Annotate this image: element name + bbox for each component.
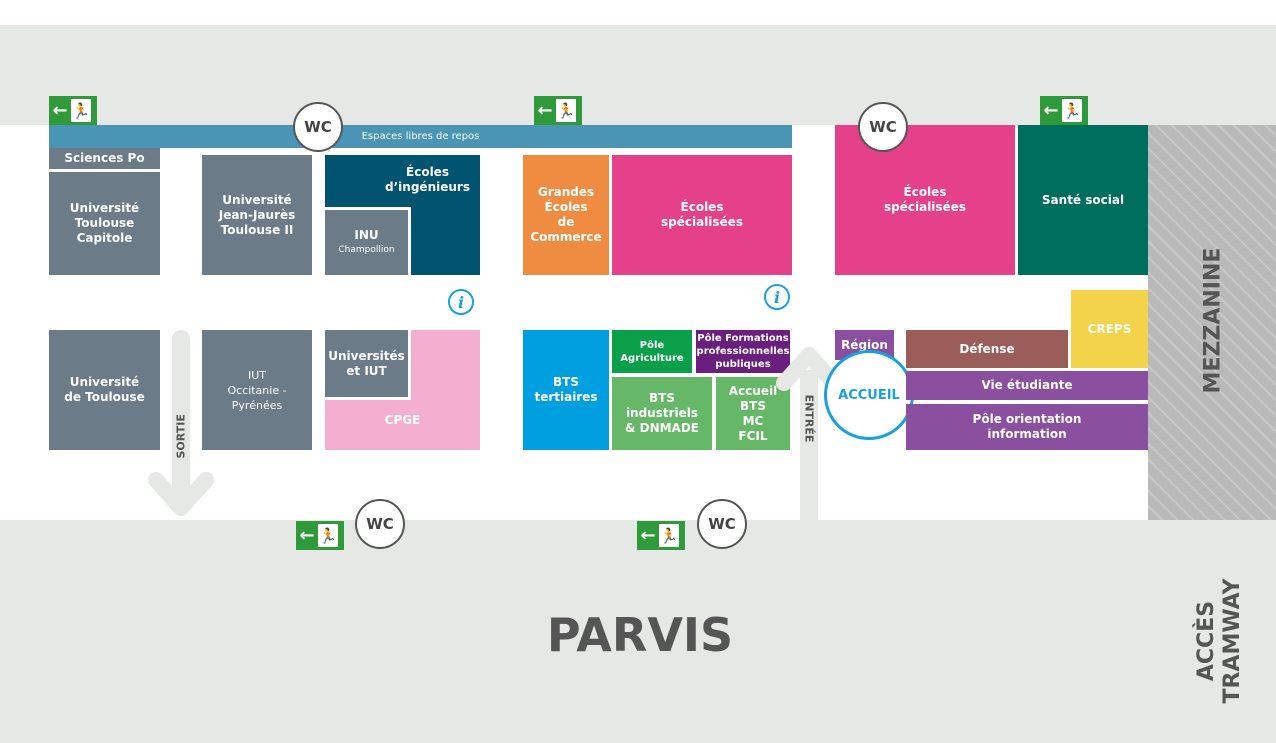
- info-icon[interactable]: i: [448, 289, 474, 315]
- zone-grandes-ecoles[interactable]: Grandes Écoles de Commerce: [523, 155, 609, 275]
- zone-vie-etudiante[interactable]: Vie étudiante: [906, 371, 1148, 400]
- zone-bts-tertiaires[interactable]: BTS tertiaires: [523, 330, 609, 450]
- zone-creps[interactable]: CREPS: [1071, 290, 1148, 368]
- zone-iut[interactable]: IUT Occitanie - Pyrénées: [202, 330, 312, 450]
- entree-arrowhead-icon: [776, 347, 842, 391]
- zone-sante-social[interactable]: Santé social: [1018, 125, 1148, 275]
- espaces-repos-bar: Espaces libres de repos: [49, 125, 792, 148]
- inu-sublabel: Champollion: [338, 244, 395, 255]
- emergency-exit-icon: ←🏃: [637, 521, 685, 550]
- zone-defense[interactable]: Défense: [906, 330, 1068, 368]
- acces-tramway-label: ACCÈS TRAMWAY: [1194, 571, 1246, 711]
- zone-pole-agriculture[interactable]: Pôle Agriculture: [612, 330, 692, 373]
- sortie-label: SORTIE: [174, 414, 188, 459]
- wc-icon[interactable]: WC: [355, 499, 405, 549]
- mezzanine-label: MEZZANINE: [1200, 247, 1226, 394]
- wc-icon[interactable]: WC: [293, 102, 343, 152]
- zone-accueil-bts[interactable]: Accueil BTS MC FCIL: [716, 377, 790, 450]
- zone-ut[interactable]: Université de Toulouse: [49, 330, 160, 450]
- zone-ecoles-specialisees[interactable]: Écoles spécialisées: [612, 155, 792, 275]
- zone-pole-formations[interactable]: Pôle Formations professionnelles publiqu…: [696, 330, 790, 373]
- emergency-exit-icon: ←🏃: [534, 96, 582, 125]
- emergency-exit-icon: ←🏃: [1040, 96, 1088, 125]
- info-icon[interactable]: i: [764, 284, 790, 310]
- entree-arrow-icon: [800, 370, 818, 520]
- wc-icon[interactable]: WC: [858, 102, 908, 152]
- mezzanine-area: [1148, 125, 1276, 520]
- zone-ecoles-specialisees-2[interactable]: Écoles spécialisées: [835, 125, 1015, 275]
- zone-bts-industriels[interactable]: BTS industriels & DNMADE: [612, 377, 712, 450]
- zone-ut-capitole[interactable]: Université Toulouse Capitole: [49, 172, 160, 275]
- sortie-arrow-icon: [172, 330, 190, 505]
- zone-sciences-po[interactable]: Sciences Po: [49, 148, 160, 169]
- sortie-arrowhead-icon: [148, 472, 214, 516]
- zone-inu[interactable]: INU Champollion: [325, 207, 411, 275]
- entree-label: ENTRÉE: [802, 394, 816, 443]
- tramway-label: TRAMWAY: [1220, 578, 1245, 704]
- emergency-exit-icon: ←🏃: [49, 96, 97, 125]
- parvis-label: PARVIS: [546, 608, 734, 662]
- acces-label: ACCÈS: [1194, 600, 1219, 682]
- accueil-circle[interactable]: ACCUEIL: [824, 350, 914, 440]
- zone-pole-orientation[interactable]: Pôle orientation information: [906, 404, 1148, 450]
- zone-ujj[interactable]: Université Jean-Jaurès Toulouse II: [202, 155, 312, 275]
- wc-icon[interactable]: WC: [697, 499, 747, 549]
- parvis-area: [0, 520, 1276, 743]
- emergency-exit-icon: ←🏃: [296, 521, 344, 550]
- zone-universites-iut[interactable]: Universités et IUT: [325, 330, 411, 400]
- inu-label: INU: [354, 227, 379, 242]
